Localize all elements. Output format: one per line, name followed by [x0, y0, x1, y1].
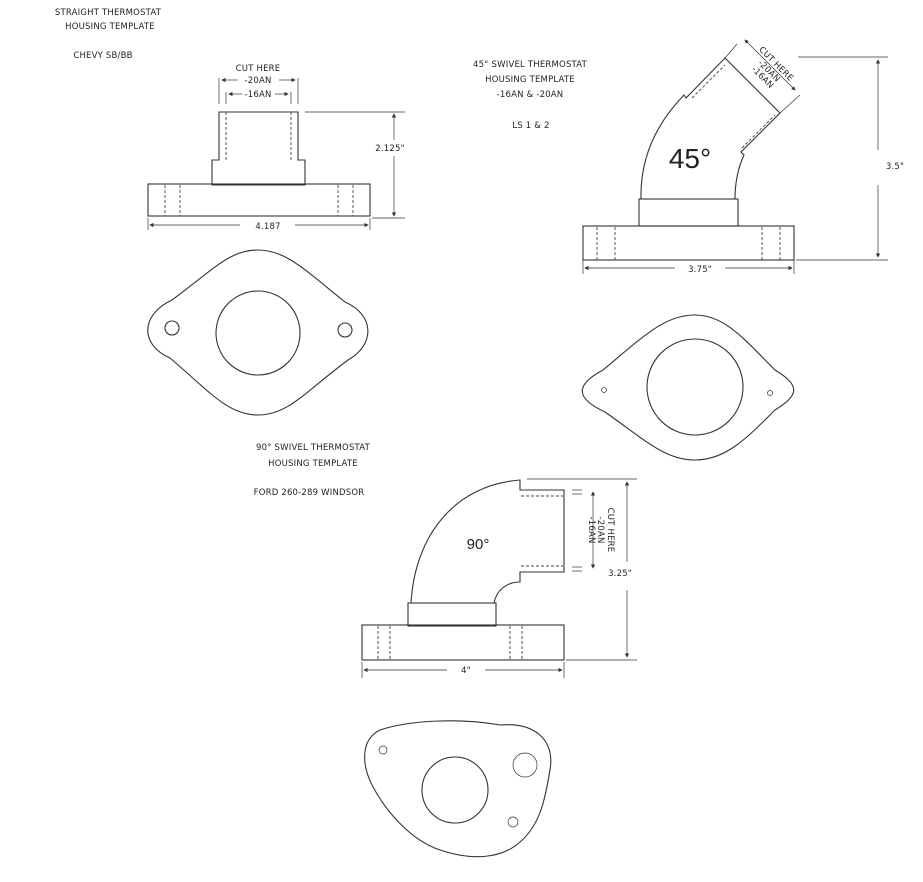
- swivel90-cut-here: CUT HERE: [605, 508, 615, 553]
- straight-application: CHEVY SB/BB: [73, 51, 132, 61]
- straight-cut-here: CUT HERE: [236, 64, 281, 74]
- straight-height-dimension: 2.125": [375, 144, 404, 154]
- straight-gasket-outline: [147, 249, 369, 416]
- swivel45-angle-label: 45°: [669, 143, 711, 174]
- swivel45-height-dimension: 3.5": [886, 162, 904, 172]
- swivel90-height-dimension: 3.25": [608, 569, 632, 579]
- straight-size-16an: -16AN: [244, 90, 271, 100]
- swivel-45-housing-template: 45° SWIVEL THERMOSTAT HOUSING TEMPLATE -…: [473, 39, 904, 461]
- straight-width-dimension: 4.187: [255, 222, 280, 232]
- swivel45-application: LS 1 & 2: [512, 121, 549, 131]
- swivel90-gasket-outline: [364, 720, 552, 858]
- swivel45-title-line1: 45° SWIVEL THERMOSTAT: [473, 60, 588, 70]
- straight-title-line1: STRAIGHT THERMOSTAT: [55, 8, 162, 18]
- swivel90-title-line1: 90° SWIVEL THERMOSTAT: [256, 443, 371, 453]
- swivel90-size-16an: -16AN: [586, 516, 596, 543]
- swivel-90-housing-template: 90° SWIVEL THERMOSTAT HOUSING TEMPLATE F…: [254, 443, 637, 858]
- straight-title-line2: HOUSING TEMPLATE: [65, 22, 155, 32]
- swivel90-size-20an: -20AN: [595, 516, 605, 543]
- swivel45-title-line2: HOUSING TEMPLATE: [485, 75, 575, 85]
- straight-housing-template: STRAIGHT THERMOSTAT HOUSING TEMPLATE CHE…: [55, 8, 405, 416]
- swivel90-application: FORD 260-289 WINDSOR: [254, 488, 365, 498]
- swivel45-gasket-outline: [581, 314, 795, 461]
- straight-size-20an: -20AN: [244, 76, 271, 86]
- swivel45-width-dimension: 3.75": [688, 265, 712, 275]
- swivel90-angle-label: 90°: [467, 536, 490, 553]
- swivel90-title-line2: HOUSING TEMPLATE: [268, 459, 358, 469]
- swivel45-title-line3: -16AN & -20AN: [497, 90, 564, 100]
- swivel90-width-dimension: 4": [461, 666, 471, 676]
